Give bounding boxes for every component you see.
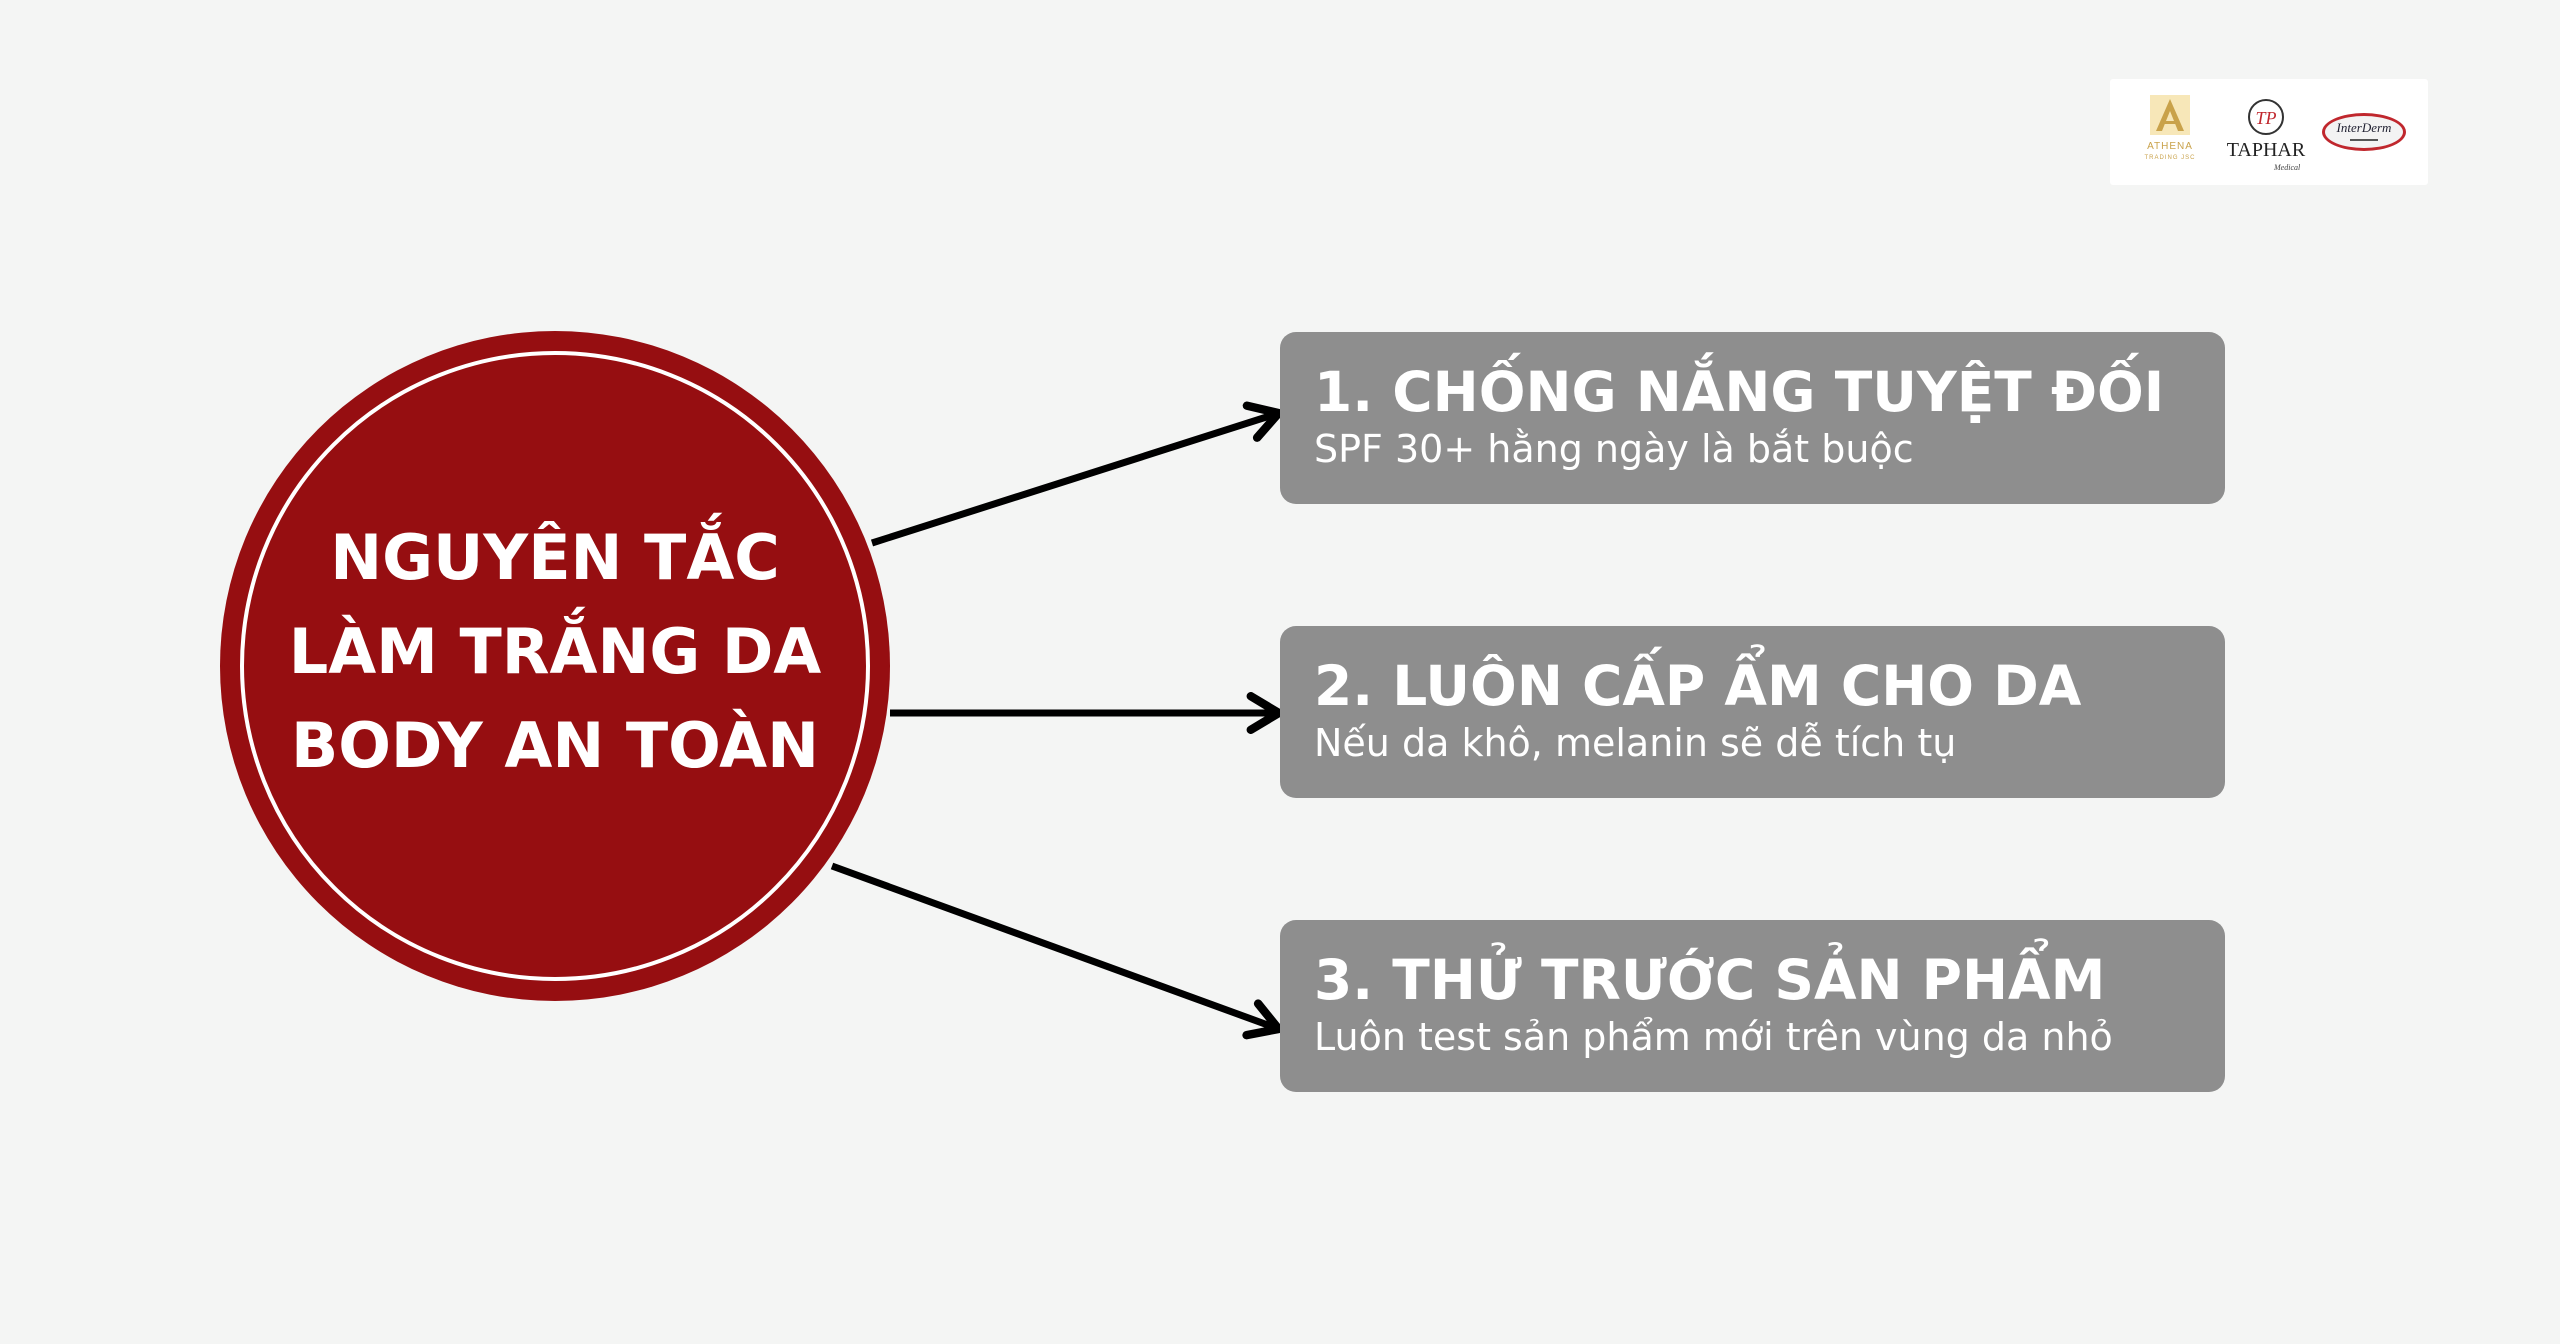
taphar-logo: TP TAPHAR Medical: [2216, 97, 2316, 177]
interderm-oval: [2322, 113, 2406, 151]
item-description-3: Luôn test sản phẩm mới trên vùng da nhỏ: [1314, 1015, 2113, 1059]
central-node-ring: [240, 351, 870, 981]
taphar-logo-name: TAPHAR: [2226, 139, 2306, 161]
taphar-logo-sub: Medical: [2274, 163, 2301, 172]
arrow-to-item-1: [870, 401, 1283, 547]
interderm-logo: InterDerm: [2322, 113, 2412, 155]
athena-logo-sub: TRADING JSC: [2144, 155, 2196, 161]
partner-logos: ATHENA TRADING JSC TP TAPHAR Medical Int…: [2110, 79, 2428, 185]
central-title-line-3: BODY AN TOÀN: [290, 709, 820, 782]
item-box-1: 1. CHỐNG NẮNG TUYỆT ĐỐI SPF 30+ hằng ngà…: [1280, 332, 2225, 504]
item-box-3: 3. THỬ TRƯỚC SẢN PHẨM Luôn test sản phẩm…: [1280, 920, 2225, 1092]
athena-logo-name: ATHENA: [2147, 141, 2193, 152]
central-node: NGUYÊN TẮC LÀM TRẮNG DA BODY AN TOÀN: [220, 331, 890, 1001]
item-heading-2: 2. LUÔN CẤP ẨM CHO DA: [1314, 654, 2082, 718]
central-node-title: NGUYÊN TẮC LÀM TRẮNG DA BODY AN TOÀN: [220, 511, 890, 793]
central-title-line-1: NGUYÊN TẮC: [330, 521, 780, 594]
arrow-to-item-3: [830, 862, 1283, 1040]
item-box-2: 2. LUÔN CẤP ẨM CHO DA Nếu da khô, melani…: [1280, 626, 2225, 798]
item-description-2: Nếu da khô, melanin sẽ dễ tích tụ: [1314, 721, 1957, 765]
taphar-mark-text: TP: [2255, 108, 2276, 128]
athena-logo: ATHENA TRADING JSC: [2142, 95, 2198, 173]
interderm-underline: [2350, 139, 2378, 141]
item-heading-3: 3. THỬ TRƯỚC SẢN PHẨM: [1314, 948, 2106, 1012]
taphar-mark-icon: TP: [2248, 99, 2284, 135]
athena-mark-icon: [2150, 95, 2190, 135]
interderm-logo-name: InterDerm: [2336, 120, 2392, 135]
central-title-line-2: LÀM TRẮNG DA: [288, 615, 822, 688]
item-heading-1: 1. CHỐNG NẮNG TUYỆT ĐỐI: [1314, 360, 2165, 424]
item-description-1: SPF 30+ hằng ngày là bắt buộc: [1314, 427, 1914, 471]
